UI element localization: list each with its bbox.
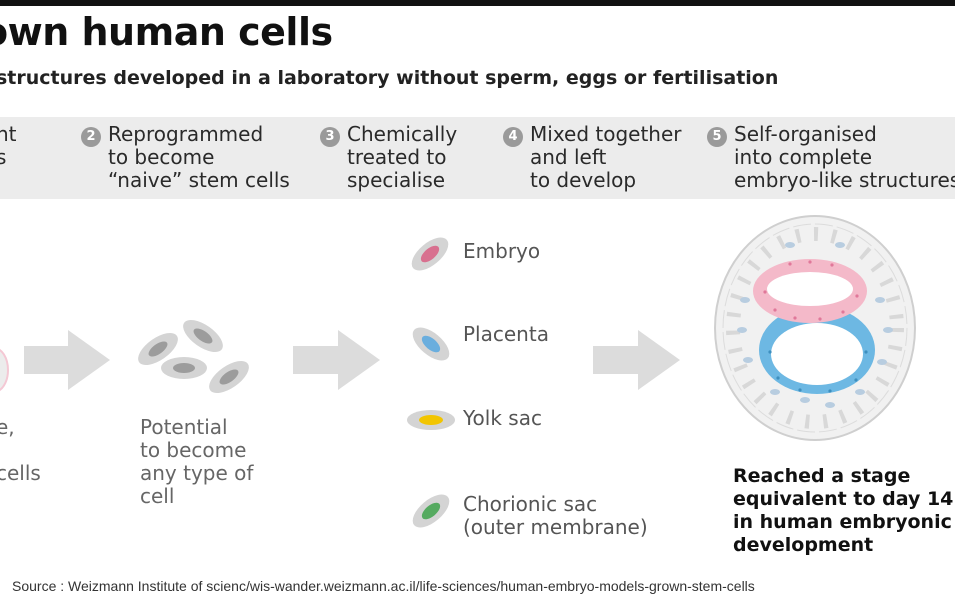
stage-2-description: Potential to become any type of cell [140, 416, 253, 508]
result-caption: Reached a stage equivalent to day 14 in … [733, 465, 953, 557]
page-subtitle: structures developed in a laboratory wit… [0, 67, 779, 89]
stage-2-desc-line-4: cell [140, 484, 175, 508]
step-5-line-3: embryo-like structures [734, 168, 955, 192]
step-1: nt s [0, 123, 17, 169]
source-credit: Source : Weizmann Institute of scienc/wi… [12, 578, 755, 594]
label-yolk-sac: Yolk sac [463, 407, 542, 430]
step-4-line-1: Mixed together [530, 122, 682, 146]
step-2-line-1: Reprogrammed [108, 122, 264, 146]
arrow-1 [24, 330, 110, 390]
step-2-line-2: to become [108, 145, 215, 169]
step-1-line-1: nt [0, 122, 17, 146]
step-3-line-2: treated to [347, 145, 447, 169]
stage-2-desc-line-1: Potential [140, 415, 228, 439]
step-1-line-2: s [0, 145, 7, 169]
step-5-line-1: Self-organised [734, 122, 877, 146]
step-5-line-2: into complete [734, 145, 873, 169]
label-yolk-sac-text: Yolk sac [463, 406, 542, 430]
label-chorionic-sac-line-2: (outer membrane) [463, 515, 648, 539]
result-line-1: Reached a stage [733, 465, 911, 487]
result-line-4: development [733, 534, 874, 556]
step-3-line-1: Chemically [347, 122, 458, 146]
step-4-line-3: to develop [530, 168, 637, 192]
yolk-sac-cell-icon [407, 410, 455, 430]
stage-2-desc-line-3: any type of [140, 461, 254, 485]
stage-1-description: e, cells [0, 416, 41, 485]
step-2-line-3: “naive” stem cells [108, 168, 290, 192]
label-embryo: Embryo [463, 240, 540, 263]
step-5: 5 Self-organised into complete embryo-li… [707, 122, 955, 192]
label-placenta: Placenta [463, 323, 549, 346]
stage-1-desc-line-3: cells [0, 461, 41, 485]
chorionic-sac-cell-icon [412, 494, 450, 528]
embryo-cell-icon [411, 237, 449, 271]
naive-stem-cells-icon [138, 320, 249, 393]
step-3-line-3: specialise [347, 168, 446, 192]
result-line-3: in human embryonic [733, 511, 952, 533]
step-4-number-badge: 4 [503, 127, 523, 147]
step-3-number-badge: 3 [320, 127, 340, 147]
step-4: 4 Mixed together and left to develop [503, 122, 682, 192]
step-2-number-badge: 2 [81, 127, 101, 147]
step-4-line-2: and left [530, 145, 607, 169]
stage-1-desc-line-2 [0, 439, 41, 462]
top-rule [0, 0, 955, 6]
page-title: own human cells [0, 10, 333, 54]
step-3: 3 Chemically treated to specialise [320, 122, 458, 192]
step-5-number-badge: 5 [707, 127, 727, 147]
stage-1-cell-fragment [0, 348, 9, 392]
step-2: 2 Reprogrammed to become “naive” stem ce… [81, 122, 290, 192]
arrow-2 [293, 330, 380, 390]
stage-1-desc-line-1: e, [0, 415, 15, 439]
placenta-cell-icon [412, 327, 450, 361]
steps-band [0, 117, 955, 199]
result-line-2: equivalent to day 14 [733, 488, 954, 510]
label-embryo-text: Embryo [463, 239, 541, 263]
label-placenta-text: Placenta [463, 322, 549, 346]
arrow-3 [593, 330, 680, 390]
embryo-like-structure-illustration [714, 215, 916, 441]
label-chorionic-sac: Chorionic sac (outer membrane) [463, 493, 648, 539]
label-chorionic-sac-line-1: Chorionic sac [463, 492, 598, 516]
stage-2-desc-line-2: to become [140, 438, 247, 462]
